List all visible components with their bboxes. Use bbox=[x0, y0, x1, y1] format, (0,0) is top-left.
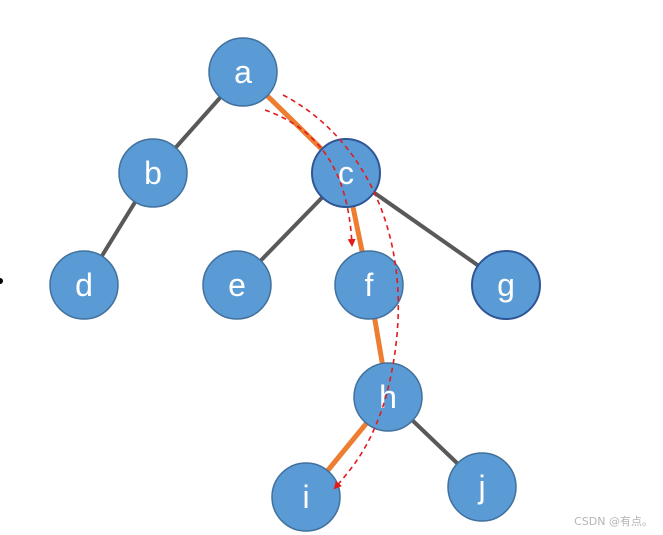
node-d-circle bbox=[49, 250, 119, 320]
node-e-circle bbox=[202, 250, 272, 320]
node-g: g bbox=[471, 250, 541, 320]
dashed-arrows-layer bbox=[264, 94, 399, 490]
nodes-layer: a b c d e f g h i j bbox=[49, 37, 541, 532]
node-b-label: b bbox=[144, 155, 162, 191]
node-b: b bbox=[118, 138, 188, 208]
node-b-circle bbox=[118, 138, 188, 208]
node-i-label: i bbox=[302, 479, 309, 515]
node-d: d bbox=[49, 250, 119, 320]
node-j-circle bbox=[447, 452, 517, 522]
dashed-arrow-a-i bbox=[282, 94, 399, 490]
node-h-label: h bbox=[379, 379, 397, 415]
node-a: a bbox=[208, 37, 278, 107]
node-g-circle bbox=[471, 250, 541, 320]
node-f: f bbox=[334, 250, 404, 320]
node-h-circle bbox=[353, 362, 423, 432]
node-j-label: j bbox=[477, 469, 485, 505]
node-d-label: d bbox=[75, 267, 93, 303]
node-e-label: e bbox=[228, 267, 246, 303]
node-a-label: a bbox=[234, 54, 252, 90]
node-h: h bbox=[353, 362, 423, 432]
node-i: i bbox=[271, 462, 341, 532]
stray-dot bbox=[0, 278, 3, 284]
node-f-circle bbox=[334, 250, 404, 320]
node-a-circle bbox=[208, 37, 278, 107]
node-f-label: f bbox=[365, 267, 374, 303]
watermark: CSDN @有点。 bbox=[574, 515, 653, 528]
edges-layer bbox=[82, 70, 508, 499]
node-e: e bbox=[202, 250, 272, 320]
node-g-label: g bbox=[497, 267, 515, 303]
dashed-arrow-a-f bbox=[264, 109, 356, 247]
node-c: c bbox=[311, 138, 381, 208]
node-i-circle bbox=[271, 462, 341, 532]
node-c-circle bbox=[311, 138, 381, 208]
node-j: j bbox=[447, 452, 517, 522]
node-c-label: c bbox=[338, 155, 354, 191]
